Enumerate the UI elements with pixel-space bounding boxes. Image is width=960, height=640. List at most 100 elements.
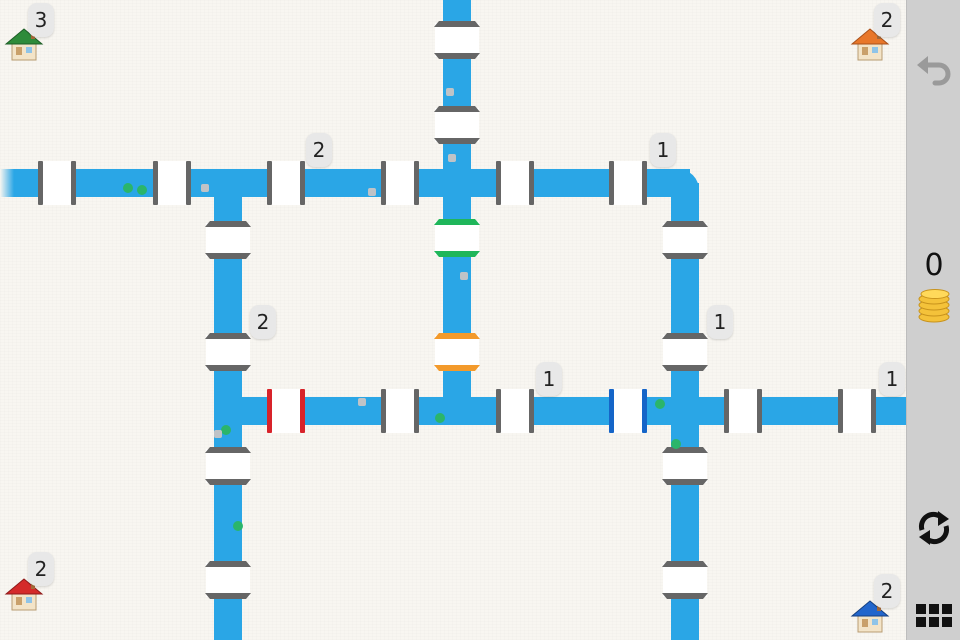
pipe-joint-rim bbox=[496, 389, 501, 433]
pipe-joint-rim bbox=[205, 593, 251, 599]
pipe-joint-rim bbox=[414, 389, 419, 433]
pipe-joint bbox=[663, 223, 707, 257]
pipe-joint bbox=[663, 449, 707, 483]
pipe-joint bbox=[435, 108, 479, 142]
pipe-network bbox=[0, 0, 906, 640]
pipe-joint-rim bbox=[662, 221, 708, 227]
pipe-joint bbox=[269, 161, 303, 205]
pipe-joint-rim bbox=[662, 333, 708, 339]
house-icon bbox=[850, 600, 890, 633]
pipe-joint-rim bbox=[609, 389, 614, 433]
pipe-joint-rim bbox=[838, 389, 843, 433]
pipe-joint-rim bbox=[71, 161, 76, 205]
restart-button[interactable] bbox=[907, 506, 960, 550]
pipe-joint-rim bbox=[434, 219, 480, 225]
pipe-fade bbox=[0, 169, 14, 197]
rock-icon bbox=[446, 88, 454, 96]
pipe-joint bbox=[611, 161, 645, 205]
leaf-icon bbox=[435, 413, 445, 423]
level-grid-icon bbox=[916, 604, 952, 627]
pipe-joint bbox=[206, 223, 250, 257]
pipe-joint-rim bbox=[153, 161, 158, 205]
pipe-joint-rim bbox=[662, 561, 708, 567]
house-orange-count: 2 bbox=[874, 3, 900, 37]
pipe-joint-rim bbox=[757, 389, 762, 433]
pipe-joint-rim bbox=[434, 333, 480, 339]
leaf-icon bbox=[233, 521, 243, 531]
pipe-joint-rim bbox=[724, 389, 729, 433]
pipe-badge: 1 bbox=[536, 362, 562, 396]
house-orange[interactable] bbox=[850, 26, 890, 62]
house-blue-count: 2 bbox=[874, 574, 900, 608]
coin-stack bbox=[907, 288, 960, 324]
pipe-joint bbox=[663, 335, 707, 369]
pipe-joint-rim bbox=[434, 53, 480, 59]
pipe-joint bbox=[435, 23, 479, 57]
pipe-joint bbox=[498, 389, 532, 433]
pipe-joint-rim bbox=[205, 447, 251, 453]
pipe-joint-rim bbox=[205, 365, 251, 371]
pipe-joint bbox=[40, 161, 74, 205]
pipe-joint-rim bbox=[434, 21, 480, 27]
house-icon bbox=[4, 578, 44, 611]
pipe-joint-rim bbox=[205, 561, 251, 567]
pipe-badge: 1 bbox=[650, 133, 676, 167]
pipe-joint bbox=[840, 389, 874, 433]
pipe-badge: 2 bbox=[306, 133, 332, 167]
pipe-badge: 1 bbox=[879, 362, 905, 396]
leaf-icon bbox=[137, 185, 147, 195]
pipe-joint-rim bbox=[871, 389, 876, 433]
rock-icon bbox=[358, 398, 366, 406]
pipe-joint-rim bbox=[186, 161, 191, 205]
pipe-elbow bbox=[671, 169, 699, 200]
rock-icon bbox=[214, 430, 222, 438]
pipe-badge: 1 bbox=[707, 305, 733, 339]
pipe-joint-rim bbox=[662, 593, 708, 599]
house-icon bbox=[850, 28, 890, 61]
pipe-joint-rim bbox=[267, 161, 272, 205]
coin-count: 0 bbox=[924, 248, 944, 283]
pipe-joint-rim bbox=[662, 479, 708, 485]
pipe-joint-rim bbox=[205, 333, 251, 339]
rock-icon bbox=[201, 184, 209, 192]
house-blue[interactable] bbox=[850, 598, 890, 634]
level-menu-button[interactable] bbox=[907, 596, 960, 636]
pipe-joint-rim bbox=[205, 221, 251, 227]
pipe-joint bbox=[435, 335, 479, 369]
undo-button[interactable] bbox=[907, 50, 960, 90]
pipe-joint-rim bbox=[38, 161, 43, 205]
pipe-segment bbox=[228, 397, 906, 425]
pipe-joint bbox=[206, 335, 250, 369]
pipe-joint-rim bbox=[496, 161, 501, 205]
pipe-segment bbox=[0, 169, 690, 197]
pipe-joint bbox=[435, 221, 479, 255]
house-green[interactable] bbox=[4, 26, 44, 62]
pipe-joint-rim bbox=[205, 253, 251, 259]
pipe-joint-rim bbox=[267, 389, 272, 433]
house-red[interactable] bbox=[4, 576, 44, 612]
pipe-joint-rim bbox=[434, 138, 480, 144]
pipe-joint-rim bbox=[529, 389, 534, 433]
rock-icon bbox=[368, 188, 376, 196]
leaf-icon bbox=[221, 425, 231, 435]
pipe-joint-rim bbox=[434, 365, 480, 371]
pipe-joint bbox=[269, 389, 303, 433]
pipe-joint-rim bbox=[642, 161, 647, 205]
pipe-joint-rim bbox=[662, 253, 708, 259]
pipe-joint bbox=[383, 161, 417, 205]
coin-stack-icon bbox=[918, 289, 950, 323]
pipe-joint-rim bbox=[205, 479, 251, 485]
pipe-joint bbox=[611, 389, 645, 433]
house-red-count: 2 bbox=[28, 552, 54, 586]
undo-arrow-icon bbox=[917, 56, 951, 86]
pipe-joint bbox=[726, 389, 760, 433]
pipe-joint-rim bbox=[529, 161, 534, 205]
house-green-count: 3 bbox=[28, 3, 54, 37]
house-icon bbox=[4, 28, 44, 61]
rock-icon bbox=[460, 272, 468, 280]
sidebar: 0 bbox=[906, 0, 960, 640]
game-board[interactable]: 3 2 2 2 2 1 2 1 1 1 bbox=[0, 0, 906, 640]
pipe-joint bbox=[206, 563, 250, 597]
rock-icon bbox=[448, 154, 456, 162]
pipe-joint-rim bbox=[662, 447, 708, 453]
